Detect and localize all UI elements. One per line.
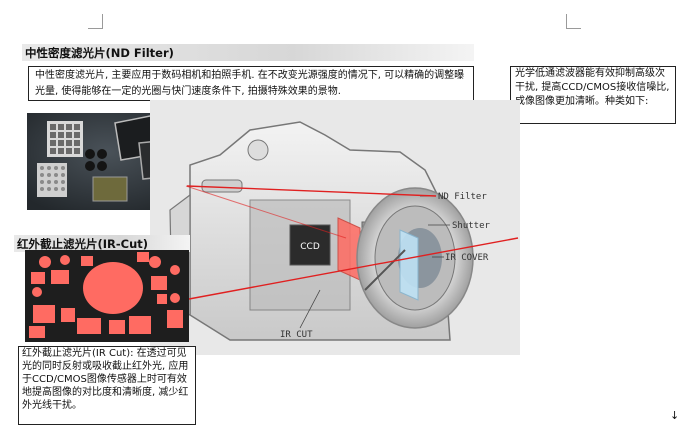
ir-cover-label: IR COVER bbox=[445, 253, 489, 263]
page-corner-mark-right bbox=[566, 14, 581, 29]
ir-cut-samples bbox=[25, 250, 189, 342]
round-filter-samples bbox=[85, 149, 107, 171]
ir-cut-label: IR CUT bbox=[280, 330, 313, 340]
ir-cut-description: 红外截止滤光片(IR Cut): 在透过可见光的同时反射或吸收截止红外光, 应用… bbox=[22, 348, 189, 411]
ir-cut-heading: 红外截止滤光片(IR-Cut) bbox=[14, 235, 190, 252]
ir-cut-description-box: 红外截止滤光片(IR Cut): 在透过可见光的同时反射或吸收截止红外光, 应用… bbox=[18, 346, 196, 425]
ccd-sensor: CCD bbox=[289, 224, 331, 266]
tinted-filter-sample bbox=[92, 176, 128, 202]
shutter-dial bbox=[247, 139, 269, 161]
nd-filter-heading: 中性密度滤光片(ND Filter) bbox=[22, 44, 474, 61]
shutter-label: Shutter bbox=[452, 221, 491, 231]
mode-dial bbox=[201, 179, 243, 193]
nd-filter-description: 中性密度滤光片, 主要应用于数码相机和拍照手机. 在不改变光源强度的情况下, 可… bbox=[35, 70, 465, 97]
nd-filter-description-box: 中性密度滤光片, 主要应用于数码相机和拍照手机. 在不改变光源强度的情况下, 可… bbox=[28, 66, 474, 101]
ir-cover-part bbox=[399, 229, 419, 301]
ir-cut-filter-photo bbox=[25, 250, 189, 342]
page-corner-mark-left bbox=[88, 14, 103, 29]
grid-filter-sample bbox=[47, 121, 83, 157]
ir-cut-title: 红外截止滤光片(IR-Cut) bbox=[17, 236, 149, 251]
low-pass-filter-note-box: 光学低通滤波器能有效抑制高级次干扰, 提高CCD/CMOS接收信噪比, 成像图像… bbox=[510, 66, 676, 124]
paragraph-end-mark: ↓ bbox=[670, 409, 680, 422]
nd-filter-label: ND Filter bbox=[438, 192, 487, 202]
low-pass-filter-note: 光学低通滤波器能有效抑制高级次干扰, 提高CCD/CMOS接收信噪比, 成像图像… bbox=[515, 68, 670, 107]
camera-diagram: CCD ND Filter Shutter IR COVER IR CUT bbox=[150, 100, 520, 355]
ccd-label: CCD bbox=[300, 242, 320, 252]
nd-filter-title: 中性密度滤光片(ND Filter) bbox=[25, 45, 174, 60]
dotted-filter-sample bbox=[37, 163, 67, 197]
large-round-filter bbox=[83, 262, 143, 314]
